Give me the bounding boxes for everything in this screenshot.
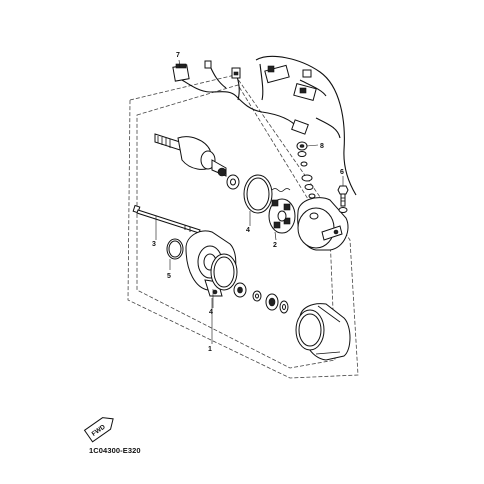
connector-small-a <box>204 60 212 69</box>
armature-washer <box>226 174 240 190</box>
brush-spring <box>271 188 291 192</box>
connector-clip-right <box>302 69 312 78</box>
connector-terminal-left <box>172 63 190 82</box>
o-ring-small <box>166 238 184 260</box>
through-bolt <box>132 204 201 234</box>
callout-5: 5 <box>167 273 171 280</box>
lower-washer-b <box>265 293 279 311</box>
lower-washer-c <box>279 300 289 314</box>
connector-plug-right <box>293 83 317 101</box>
rear-cover <box>297 197 349 251</box>
washer-8 <box>296 141 308 151</box>
lower-bearing <box>233 282 247 298</box>
fwd-arrow-icon: FWD <box>83 417 114 443</box>
leader-7 <box>178 59 181 69</box>
motor-yoke <box>295 303 351 361</box>
terminal-lug <box>291 119 309 135</box>
callout-7: 7 <box>176 52 180 59</box>
connector-small-b <box>231 67 241 79</box>
callout-2: 2 <box>273 242 277 249</box>
lower-washer-a <box>252 290 262 302</box>
connector-block-right <box>264 64 290 84</box>
bolt-6 <box>337 185 349 213</box>
brush-holder <box>268 198 296 234</box>
inner-assembly-frame <box>136 84 336 369</box>
o-ring-lower <box>210 253 238 291</box>
washer-stack <box>297 151 316 199</box>
callout-1: 1 <box>208 346 212 353</box>
leader-2 <box>274 231 277 241</box>
callout-8: 8 <box>320 143 324 150</box>
o-ring-upper <box>243 174 273 214</box>
callout-4-lower: 4 <box>209 309 213 316</box>
drawing-code: 1C04300-E320 <box>89 446 141 455</box>
callout-6: 6 <box>340 169 344 176</box>
callout-4-upper: 4 <box>246 227 250 234</box>
outer-assembly-frame <box>127 74 359 379</box>
callout-3: 3 <box>152 241 156 248</box>
leader-8 <box>306 144 319 147</box>
armature-shaft <box>154 133 227 177</box>
